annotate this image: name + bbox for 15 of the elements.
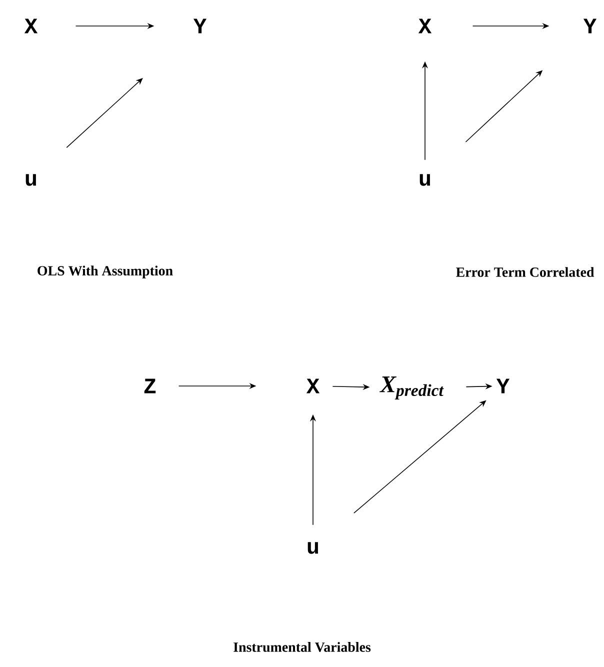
variable-label: Y xyxy=(193,18,207,34)
variable-label: X xyxy=(418,18,432,34)
variable-label: u xyxy=(420,174,430,186)
caption: OLS With Assumption xyxy=(38,266,173,278)
variable-label: Z xyxy=(144,378,156,394)
variable-label: Y xyxy=(496,378,510,394)
arrow xyxy=(66,78,143,148)
variable-label: X xyxy=(24,18,38,34)
caption: Instrumental Variables xyxy=(234,642,371,652)
variable-label: X$_{predict}$ xyxy=(379,376,444,400)
variable-label: u xyxy=(26,174,36,186)
variable-label: u xyxy=(308,542,318,554)
variable-label: Y xyxy=(583,18,597,34)
variable-label: X xyxy=(306,378,320,394)
caption: Error Term Correlated xyxy=(456,267,594,277)
